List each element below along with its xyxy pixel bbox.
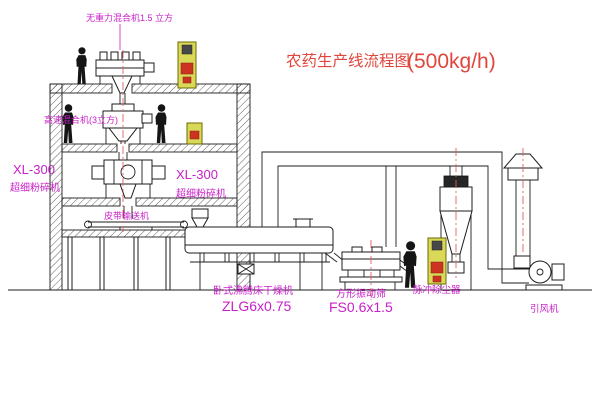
label-dust-collector: 脉冲除尘器	[413, 284, 461, 296]
label-crusher-left-name: 超细粉碎机	[10, 181, 60, 194]
control-panel-level2	[186, 122, 203, 145]
label-high-speed-mixer: 高速混合机(3立方)	[44, 114, 118, 125]
belt-conveyor	[84, 206, 188, 230]
label-belt-conveyor: 皮带输送机	[104, 210, 149, 221]
feed-chute-1	[119, 93, 126, 104]
person-silhouette	[155, 104, 167, 143]
person-silhouette	[76, 47, 87, 85]
label-crusher-mid-model: XL-300	[176, 167, 218, 182]
label-screen-name: 方形振动筛	[336, 287, 386, 300]
label-gravity-mixer: 无重力混合机1.5 立方	[86, 12, 173, 23]
label-dryer-model: ZLG6x0.75	[222, 298, 291, 314]
label-crusher-mid-name: 超细粉碎机	[176, 187, 226, 200]
label-induced-fan: 引风机	[530, 303, 559, 315]
gravity-free-mixer	[95, 24, 155, 94]
label-dryer-name: 卧式沸腾床干燥机	[213, 284, 293, 297]
person-silhouette	[403, 241, 417, 288]
diagram-title: 农药生产线流程图	[286, 52, 410, 70]
induced-draft-fan	[525, 260, 565, 291]
exhaust-duct	[261, 151, 529, 284]
control-panel-roof	[177, 41, 197, 89]
centerlines	[122, 50, 524, 300]
diagram-title-capacity: (500kg/h)	[407, 50, 496, 73]
label-crusher-left-model: XL-300	[13, 162, 55, 177]
vibrating-screen	[324, 246, 409, 290]
fluid-bed-dryer	[184, 208, 334, 290]
ultrafine-crusher	[91, 152, 166, 199]
label-screen-model: FS0.6x1.5	[329, 299, 393, 315]
pulse-dust-collector	[427, 237, 447, 285]
